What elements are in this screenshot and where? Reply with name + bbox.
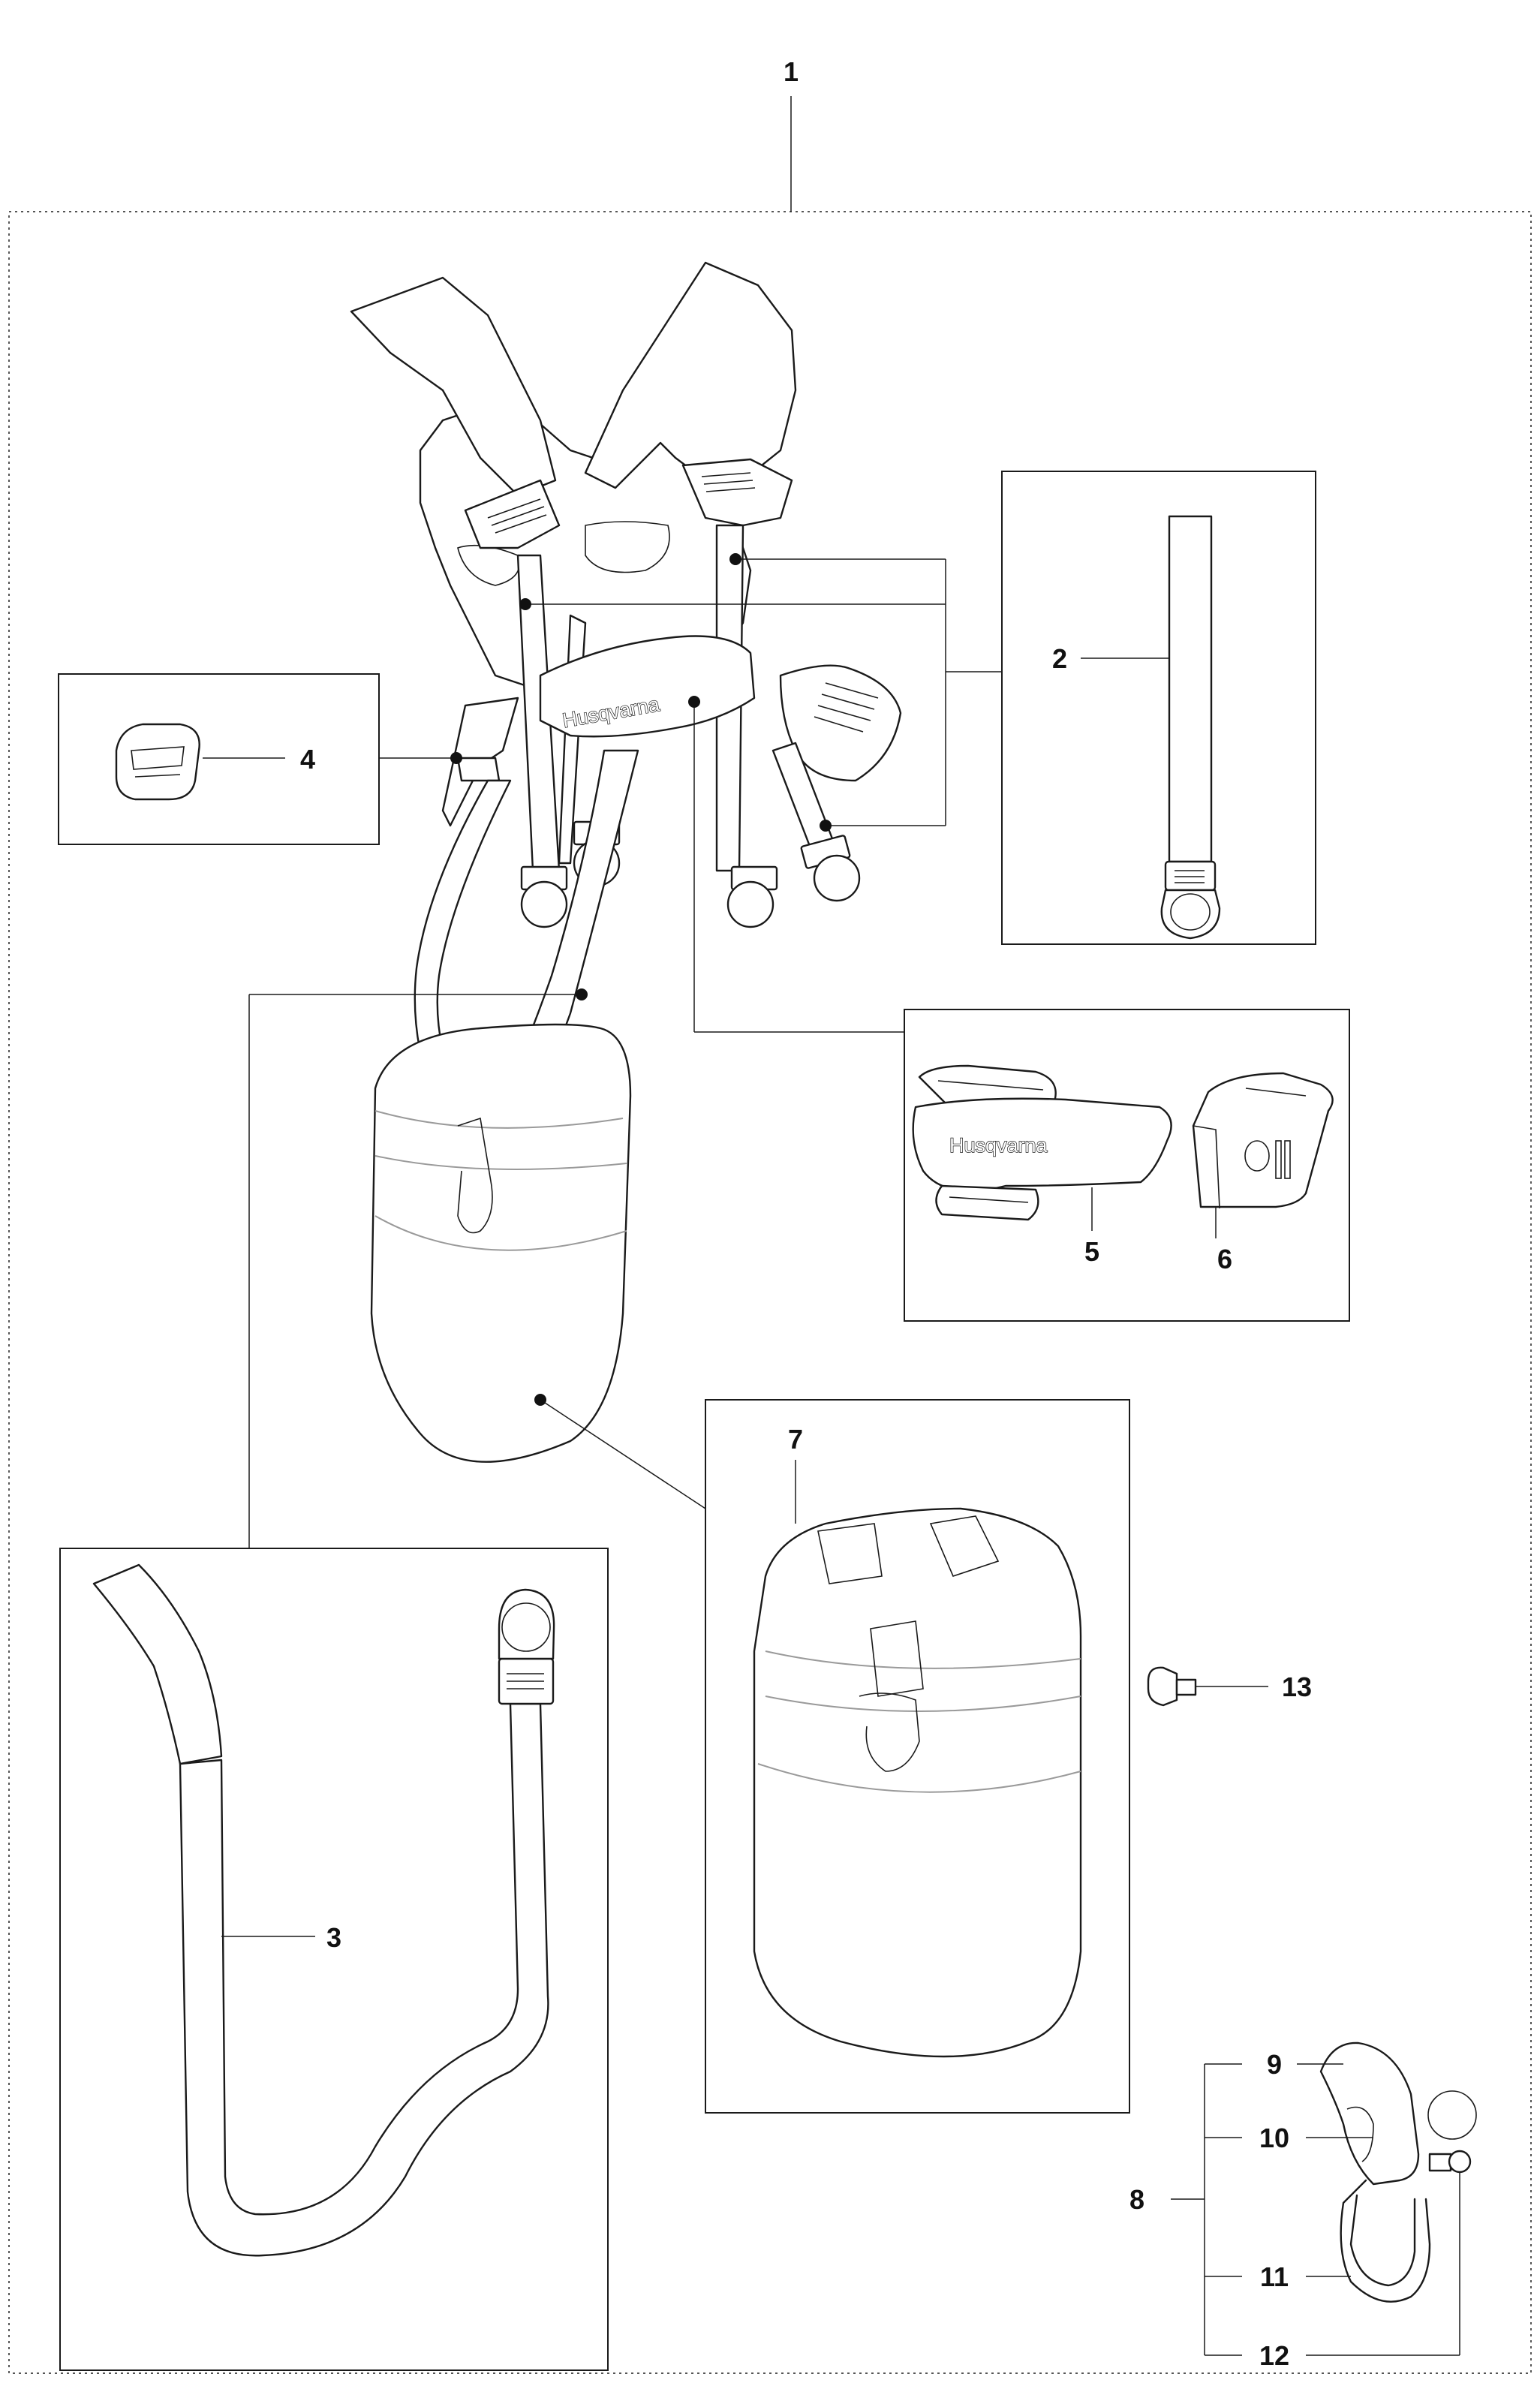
callout-12: 12 xyxy=(1259,2340,1289,2371)
leader-dot xyxy=(820,820,832,832)
leader-dot xyxy=(534,1394,546,1406)
part-13-screw xyxy=(1147,1666,1268,1707)
callout-5: 5 xyxy=(1084,1236,1099,1267)
part-box-7 xyxy=(705,1399,1130,2114)
part-box-3 xyxy=(59,1548,609,2371)
part-box-2 xyxy=(1001,471,1316,945)
callout-8: 8 xyxy=(1129,2184,1144,2215)
callout-11: 11 xyxy=(1260,2261,1289,2292)
brand-label-part-5: Husqvarna xyxy=(949,1134,1048,1157)
leader-lines xyxy=(248,553,1002,1548)
callout-1: 1 xyxy=(784,56,799,87)
callout-10: 10 xyxy=(1259,2123,1289,2153)
leader-dot xyxy=(688,696,700,708)
leader-dot xyxy=(729,553,741,565)
leader-dot xyxy=(576,988,588,1000)
leader-dot xyxy=(450,752,462,764)
harness-assembly: Husqvarna xyxy=(350,261,902,1463)
callout-13: 13 xyxy=(1282,1671,1312,1702)
callout-2: 2 xyxy=(1052,643,1067,674)
part-box-5-6: Husqvarna xyxy=(904,1009,1350,1322)
callout-4: 4 xyxy=(300,744,315,775)
callout-3: 3 xyxy=(326,1922,341,1953)
part-clip-assembly xyxy=(1171,2041,1477,2356)
leader-dot xyxy=(519,598,531,610)
assembly-frame xyxy=(8,96,1532,2374)
part-box-4 xyxy=(58,673,380,845)
callout-9: 9 xyxy=(1267,2049,1282,2080)
callout-7: 7 xyxy=(788,1424,803,1455)
callout-6: 6 xyxy=(1217,1244,1232,1274)
